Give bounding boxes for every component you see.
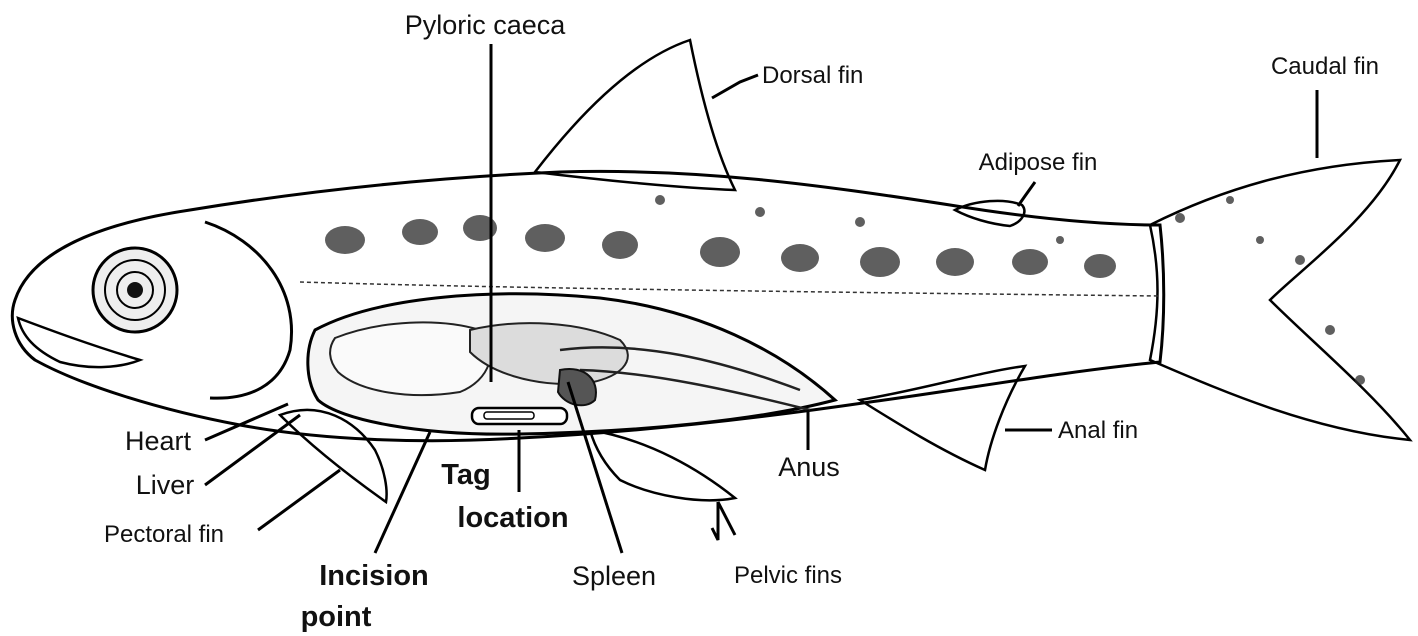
label-liver: Liver: [136, 470, 195, 500]
label-anus: Anus: [778, 452, 840, 482]
eye: [93, 248, 177, 332]
pectoral-fin-shape: [280, 410, 387, 502]
label-incision-point-line1: Incision: [319, 560, 429, 592]
pelvic-fin-shape: [590, 430, 735, 500]
operculum: [205, 222, 292, 398]
label-adipose-fin: Adipose fin: [979, 149, 1098, 176]
leader-lines: [205, 44, 1317, 553]
label-tag-location-line1: Tag: [441, 459, 490, 491]
label-pelvic-fins: Pelvic fins: [734, 562, 842, 589]
label-caudal-fin: Caudal fin: [1271, 53, 1379, 80]
label-anal-fin: Anal fin: [1058, 417, 1138, 444]
lateral-line: [300, 282, 1160, 296]
caudal-fin-shape: [1150, 160, 1410, 440]
dorsal-fin-shape: [535, 40, 735, 190]
label-dorsal-fin: Dorsal fin: [762, 62, 863, 89]
label-incision-point-line2: point: [301, 601, 372, 633]
tag-shape: [472, 408, 567, 424]
label-heart: Heart: [125, 426, 192, 456]
label-spleen: Spleen: [572, 561, 656, 591]
label-pyloric-caeca: Pyloric caeca: [405, 10, 567, 40]
label-tag-location-line2: location: [457, 502, 568, 534]
label-pectoral-fin: Pectoral fin: [104, 521, 224, 548]
